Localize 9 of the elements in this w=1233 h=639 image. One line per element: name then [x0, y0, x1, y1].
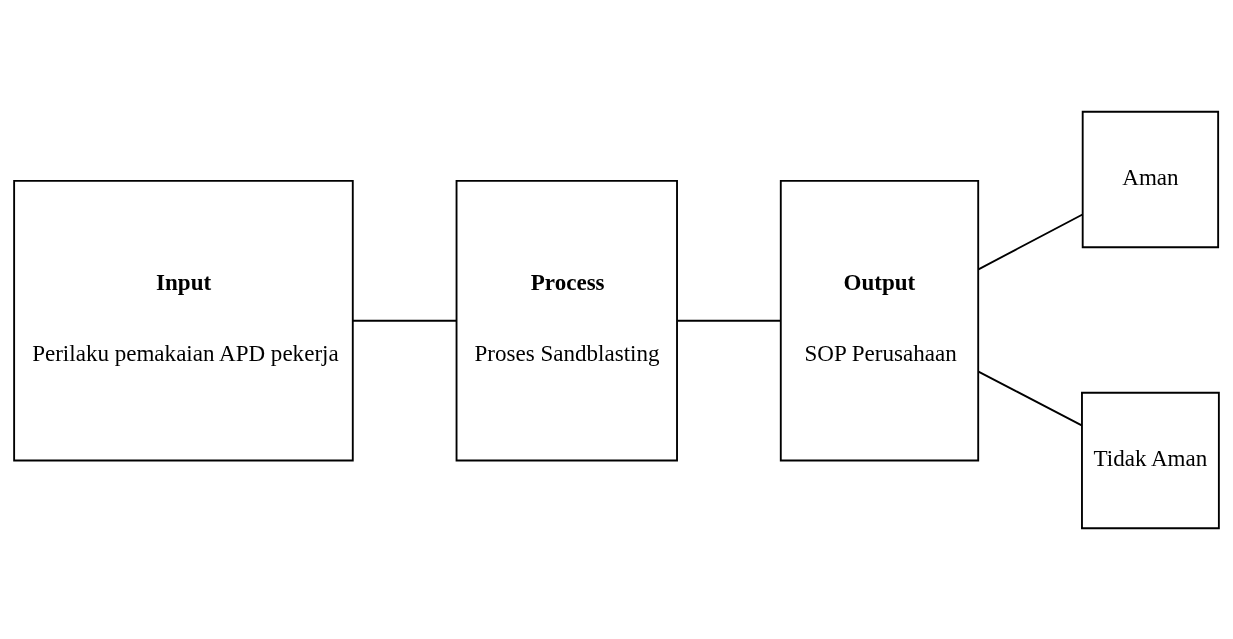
node-box: Tidak Aman	[1081, 391, 1220, 529]
node-box: Aman	[1081, 110, 1220, 248]
connector	[351, 319, 458, 322]
connector	[977, 213, 1084, 270]
node-box: Output SOP Perusahaan	[779, 179, 980, 461]
node-box: Process Proses Sandblasting	[455, 179, 678, 461]
node-box: Input Perilaku pemakaian APD pekerja	[13, 179, 354, 461]
connector	[676, 319, 782, 322]
connector	[977, 370, 1083, 426]
